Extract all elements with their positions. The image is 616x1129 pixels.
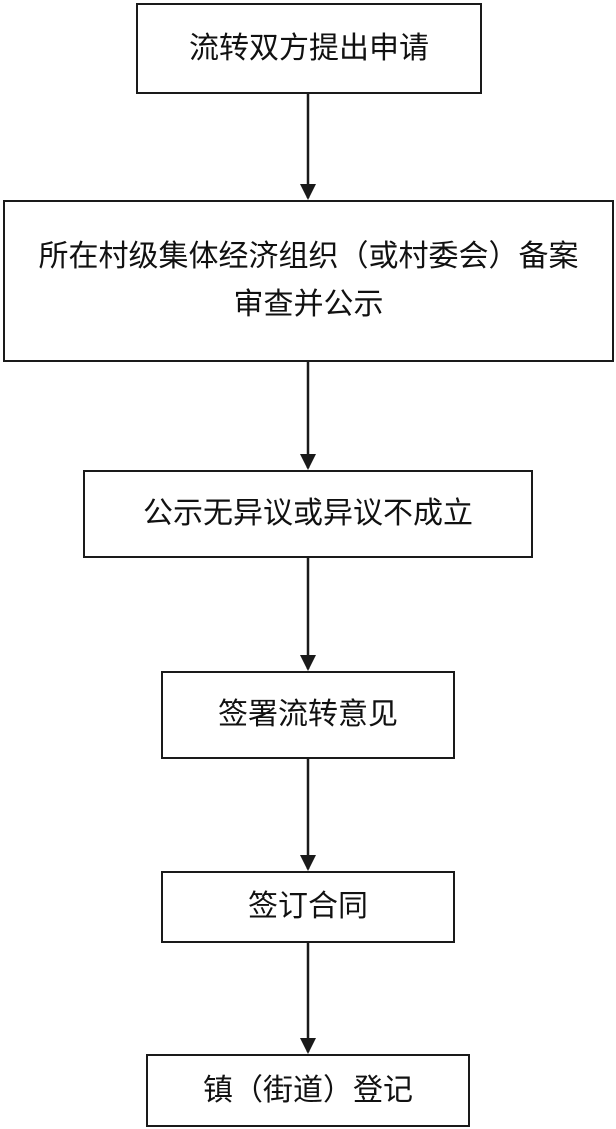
step-submit-application: 流转双方提出申请 [136, 3, 482, 94]
arrowhead-3 [300, 655, 316, 671]
step-collective-review-and-publicity: 所在村级集体经济组织（或村委会）备案审查并公示 [3, 200, 614, 362]
arrowhead-1 [300, 184, 316, 200]
step-label: 所在村级集体经济组织（或村委会）备案审查并公示 [38, 239, 579, 322]
step-label: 公示无异议或异议不成立 [143, 496, 473, 531]
step-no-objection: 公示无异议或异议不成立 [83, 470, 533, 558]
arrowhead-5 [300, 1038, 316, 1054]
step-label: 镇（街道）登记 [203, 1072, 413, 1108]
step-label: 签订合同 [248, 889, 368, 924]
step-sign-transfer-opinion: 签署流转意见 [161, 671, 455, 759]
step-sign-contract: 签订合同 [161, 871, 455, 943]
arrowhead-2 [300, 454, 316, 470]
arrowhead-4 [300, 855, 316, 871]
step-town-registration: 镇（街道）登记 [146, 1054, 470, 1127]
step-label: 流转双方提出申请 [189, 30, 429, 66]
step-label: 签署流转意见 [218, 697, 398, 732]
